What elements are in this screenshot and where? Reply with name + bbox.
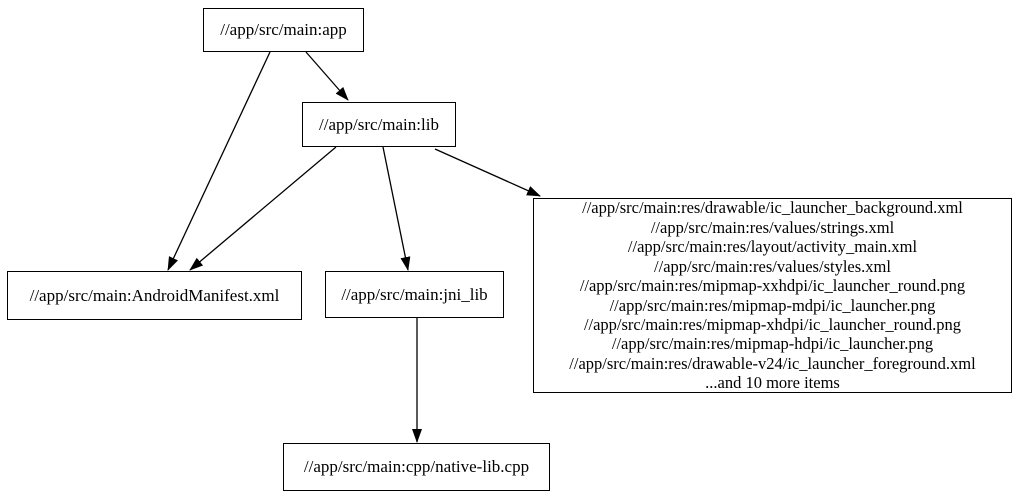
edge-app-to-manifest: [167, 51, 271, 271]
node-app: //app/src/main:app: [203, 8, 364, 52]
node-lib: //app/src/main:lib: [302, 102, 456, 147]
node-jni-lib: //app/src/main:jni_lib: [325, 271, 504, 318]
resource-item: //app/src/main:res/layout/activity_main.…: [627, 237, 918, 257]
node-native-lib-cpp: //app/src/main:cpp/native-lib.cpp: [283, 443, 550, 491]
resource-item: //app/src/main:res/mipmap-xxhdpi/ic_laun…: [579, 276, 966, 296]
edge-lib-to-jni-lib: [382, 146, 411, 271]
edge-lib-to-resources: [434, 148, 541, 197]
node-resources-group: //app/src/main:res/drawable/ic_launcher_…: [533, 198, 1012, 393]
resource-item: //app/src/main:res/mipmap-hdpi/ic_launch…: [611, 334, 934, 354]
resource-item: //app/src/main:res/values/styles.xml: [654, 256, 891, 276]
node-app-label: //app/src/main:app: [220, 20, 347, 39]
resource-more-items: ...and 10 more items: [705, 373, 840, 393]
resource-item: //app/src/main:res/mipmap-mdpi/ic_launch…: [609, 295, 936, 315]
node-lib-label: //app/src/main:lib: [319, 114, 439, 134]
node-android-manifest-label: //app/src/main:AndroidManifest.xml: [29, 285, 280, 305]
resource-item: //app/src/main:res/drawable-v24/ic_launc…: [569, 353, 976, 373]
node-native-lib-cpp-label: //app/src/main:cpp/native-lib.cpp: [303, 457, 530, 476]
node-android-manifest: //app/src/main:AndroidManifest.xml: [7, 271, 302, 320]
resource-item: //app/src/main:res/mipmap-xhdpi/ic_launc…: [583, 314, 962, 334]
edge-lib-to-manifest: [189, 146, 337, 271]
node-jni-lib-label: //app/src/main:jni_lib: [341, 284, 488, 304]
edge-app-to-lib: [305, 51, 349, 101]
resource-item: //app/src/main:res/drawable/ic_launcher_…: [582, 198, 963, 218]
resource-item: //app/src/main:res/values/strings.xml: [650, 217, 895, 237]
